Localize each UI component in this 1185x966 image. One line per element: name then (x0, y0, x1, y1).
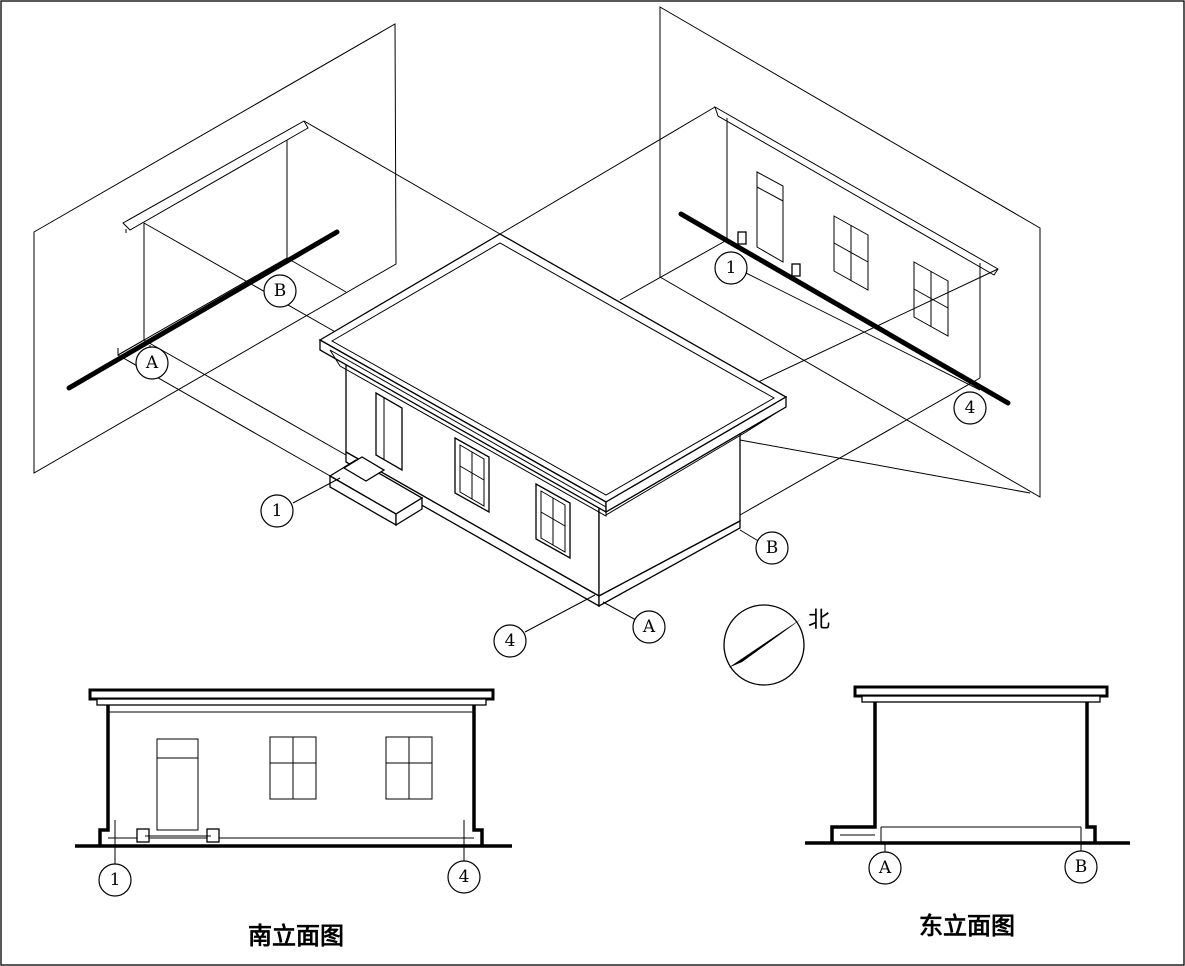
axis-bubble-1-plane: 1 (714, 251, 748, 285)
axis-bubble-A-east: A (868, 851, 902, 885)
north-label: 北 (808, 608, 830, 633)
projection-lines (117, 106, 1031, 516)
svg-text:A: A (642, 617, 656, 637)
svg-text:4: 4 (459, 867, 470, 887)
axis-bubble-1-south: 1 (98, 863, 132, 897)
east-projection-plane (33, 23, 397, 474)
south-elevation (75, 688, 512, 864)
axis-bubble-1-iso: 1 (260, 494, 294, 528)
house-door (375, 391, 403, 472)
svg-text:1: 1 (726, 258, 737, 278)
svg-text:4: 4 (505, 631, 516, 651)
axis-bubble-B-iso: B (755, 531, 789, 565)
axis-bubble-4-plane: 4 (953, 391, 987, 425)
ground-line-east-plane (66, 229, 340, 391)
east-elevation-title: 东立面图 (919, 911, 1015, 940)
svg-text:B: B (274, 281, 287, 301)
svg-text:B: B (766, 538, 779, 558)
svg-text:1: 1 (272, 501, 283, 521)
svg-text:B: B (1075, 857, 1088, 877)
isometric-house (318, 233, 788, 608)
east-elevation (805, 685, 1130, 853)
axis-bubble-A-plane: A (135, 346, 169, 380)
south-elevation-title: 南立面图 (248, 921, 344, 950)
svg-text:A: A (878, 858, 892, 878)
svg-text:1: 1 (110, 870, 121, 890)
axis-bubble-4-south: 4 (447, 860, 481, 894)
axis-leaders (149, 345, 761, 633)
svg-text:4: 4 (965, 398, 976, 418)
north-arrow: 北 (723, 604, 830, 686)
south-projection-plane (659, 6, 1041, 498)
axis-bubble-A-iso: A (632, 610, 666, 644)
axis-bubble-B-plane: B (263, 274, 297, 308)
ground-line-south-plane (678, 211, 1011, 406)
axis-bubble-4-iso: 4 (493, 624, 527, 658)
axis-bubble-B-east: B (1064, 850, 1098, 884)
svg-text:A: A (145, 353, 159, 373)
